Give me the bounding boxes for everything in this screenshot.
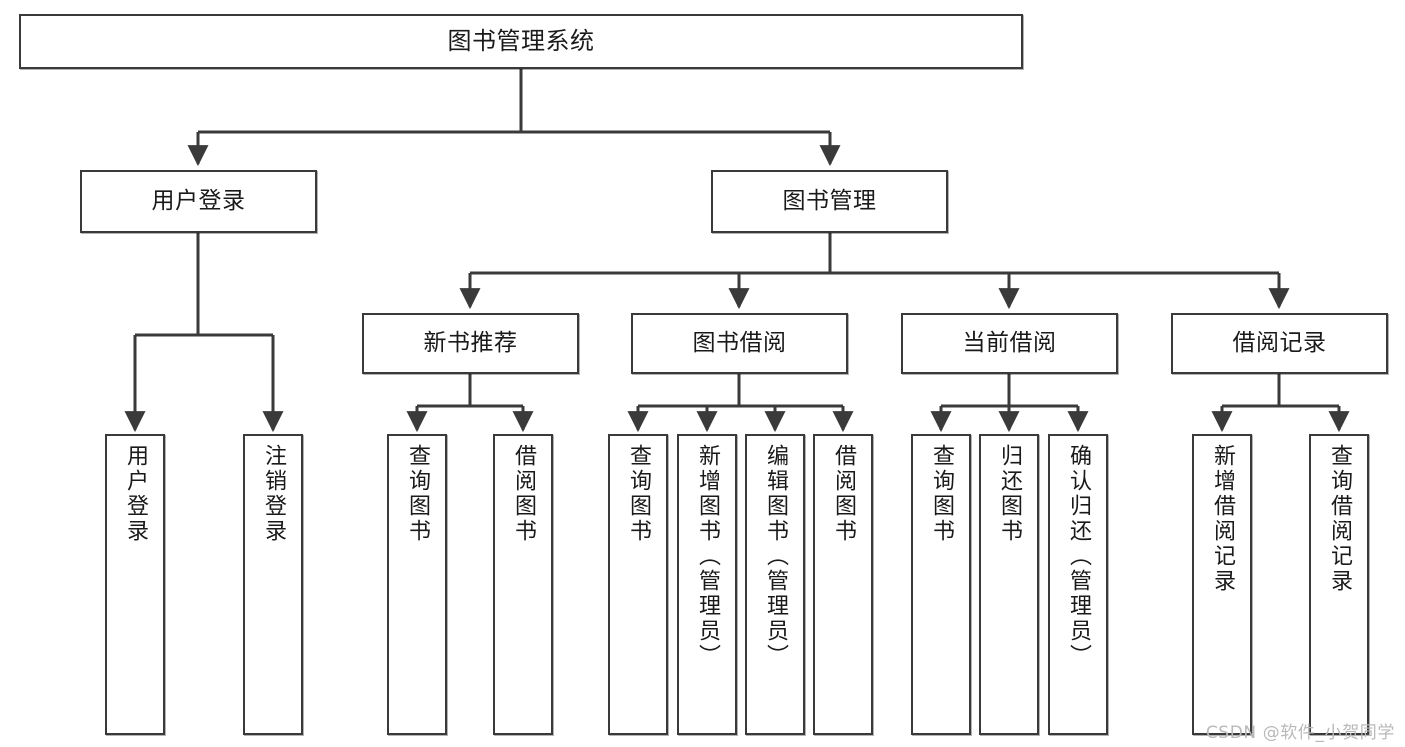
node-borrow-record[interactable]: 借阅记录 bbox=[1171, 313, 1388, 374]
node-label: 图书管理系统 bbox=[447, 27, 595, 56]
node-label: 新增借阅记录 bbox=[1210, 444, 1235, 594]
node-label: 确认归还（管理员） bbox=[1066, 444, 1091, 669]
node-label: 图书借阅 bbox=[692, 329, 787, 356]
node-label: 用户登录 bbox=[151, 187, 246, 214]
node-label: 注销登录 bbox=[261, 444, 286, 544]
node-book-borrow[interactable]: 图书借阅 bbox=[631, 313, 848, 374]
node-root-book-management-system[interactable]: 图书管理系统 bbox=[19, 14, 1023, 69]
node-label: 用户登录 bbox=[123, 444, 148, 544]
node-label: 借阅图书 bbox=[831, 444, 856, 544]
leaf-new-book-borrow-book[interactable]: 借阅图书 bbox=[493, 434, 553, 735]
node-label: 查询图书 bbox=[405, 444, 430, 544]
node-label: 编辑图书（管理员） bbox=[763, 444, 788, 669]
node-label: 借阅图书 bbox=[511, 444, 536, 544]
node-label: 新书推荐 bbox=[423, 329, 518, 356]
leaf-borrow-record-add-record[interactable]: 新增借阅记录 bbox=[1192, 434, 1252, 735]
node-label: 归还图书 bbox=[997, 444, 1022, 544]
leaf-book-borrow-edit-book-admin[interactable]: 编辑图书（管理员） bbox=[745, 434, 805, 735]
leaf-book-borrow-add-book-admin[interactable]: 新增图书（管理员） bbox=[677, 434, 737, 735]
leaf-borrow-record-query-record[interactable]: 查询借阅记录 bbox=[1309, 434, 1369, 735]
watermark: CSDN @软件_小贺同学 bbox=[1205, 723, 1395, 743]
leaf-book-borrow-query-book[interactable]: 查询图书 bbox=[608, 434, 668, 735]
node-label: 当前借阅 bbox=[962, 329, 1057, 356]
node-label: 新增图书（管理员） bbox=[695, 444, 720, 669]
node-user-login[interactable]: 用户登录 bbox=[80, 170, 317, 233]
leaf-current-borrow-confirm-return-admin[interactable]: 确认归还（管理员） bbox=[1048, 434, 1108, 735]
node-label: 借阅记录 bbox=[1232, 329, 1327, 356]
node-label: 图书管理 bbox=[782, 187, 877, 214]
leaf-new-book-query-book[interactable]: 查询图书 bbox=[387, 434, 447, 735]
leaf-current-borrow-query-book[interactable]: 查询图书 bbox=[911, 434, 971, 735]
leaf-current-borrow-return-book[interactable]: 归还图书 bbox=[979, 434, 1039, 735]
node-label: 查询图书 bbox=[929, 444, 954, 544]
leaf-user-login-login[interactable]: 用户登录 bbox=[105, 434, 165, 735]
node-book-management[interactable]: 图书管理 bbox=[711, 170, 948, 233]
leaf-user-login-logout[interactable]: 注销登录 bbox=[243, 434, 303, 735]
node-current-borrow[interactable]: 当前借阅 bbox=[901, 313, 1118, 374]
node-new-book-recommend[interactable]: 新书推荐 bbox=[362, 313, 579, 374]
node-label: 查询图书 bbox=[626, 444, 651, 544]
leaf-book-borrow-borrow-book[interactable]: 借阅图书 bbox=[813, 434, 873, 735]
node-label: 查询借阅记录 bbox=[1327, 444, 1352, 594]
